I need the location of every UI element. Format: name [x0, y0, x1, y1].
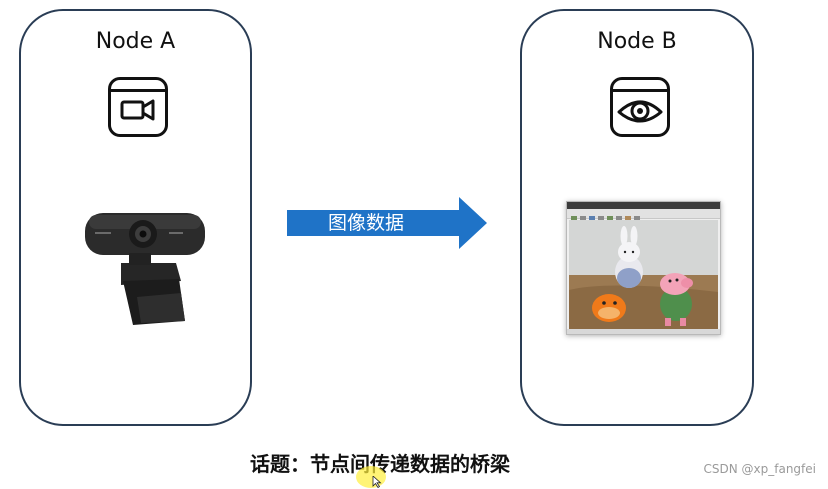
node-b-title: Node B	[597, 29, 677, 54]
cursor-icon	[372, 476, 382, 488]
video-camera-icon	[108, 77, 168, 137]
window-toolbar	[567, 209, 720, 222]
eye-icon	[610, 77, 670, 137]
node-b-box: Node B	[520, 9, 754, 426]
node-a-title: Node A	[95, 29, 176, 54]
camera-photo	[569, 220, 718, 330]
webcam-image	[85, 213, 205, 325]
camera-view-window	[566, 201, 721, 335]
data-flow-arrow	[287, 197, 487, 249]
window-statusbar	[567, 329, 720, 334]
watermark: CSDN @xp_fangfei	[703, 462, 817, 476]
arrow-label: 图像数据	[327, 212, 404, 234]
window-titlebar	[567, 202, 720, 209]
node-a-box: Node A	[19, 9, 252, 426]
